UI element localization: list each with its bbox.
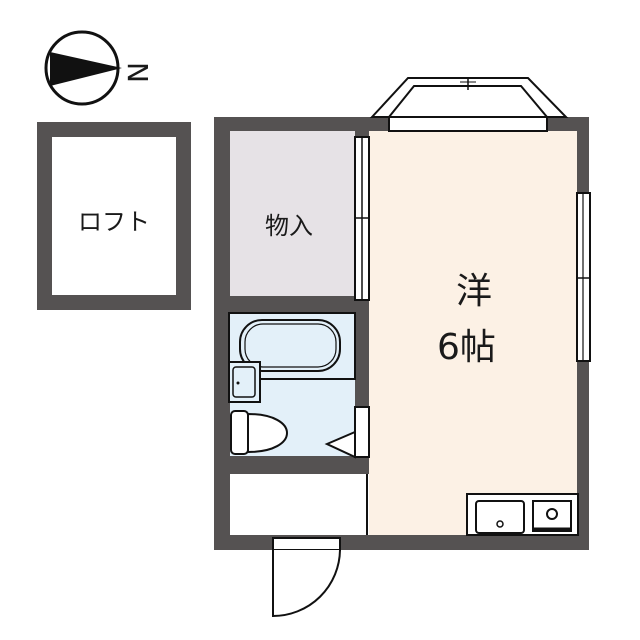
sink-icon xyxy=(475,500,525,534)
entry-hall xyxy=(230,474,369,535)
western-room-label: 洋 xyxy=(456,271,493,312)
north-arrow-icon xyxy=(44,30,122,106)
loft-room xyxy=(37,122,191,310)
entrance-door[interactable] xyxy=(272,537,341,618)
bathtub-icon xyxy=(228,312,356,380)
kitchen-counter xyxy=(466,493,579,536)
loft-label: ロフト xyxy=(78,208,150,236)
storage-sliding-door[interactable] xyxy=(354,136,370,301)
north-label: N xyxy=(120,62,154,83)
toilet-icon xyxy=(230,410,288,455)
western-room-size: 6帖 xyxy=(437,327,496,368)
east-window[interactable] xyxy=(576,192,591,362)
bathroom-door[interactable] xyxy=(324,406,370,459)
stove-icon xyxy=(532,500,572,532)
bay-window[interactable] xyxy=(369,77,569,132)
storage-label: 物入 xyxy=(265,212,313,240)
storage-floor xyxy=(230,131,355,296)
washbasin-icon xyxy=(228,361,261,403)
western-room-floor xyxy=(369,131,577,535)
